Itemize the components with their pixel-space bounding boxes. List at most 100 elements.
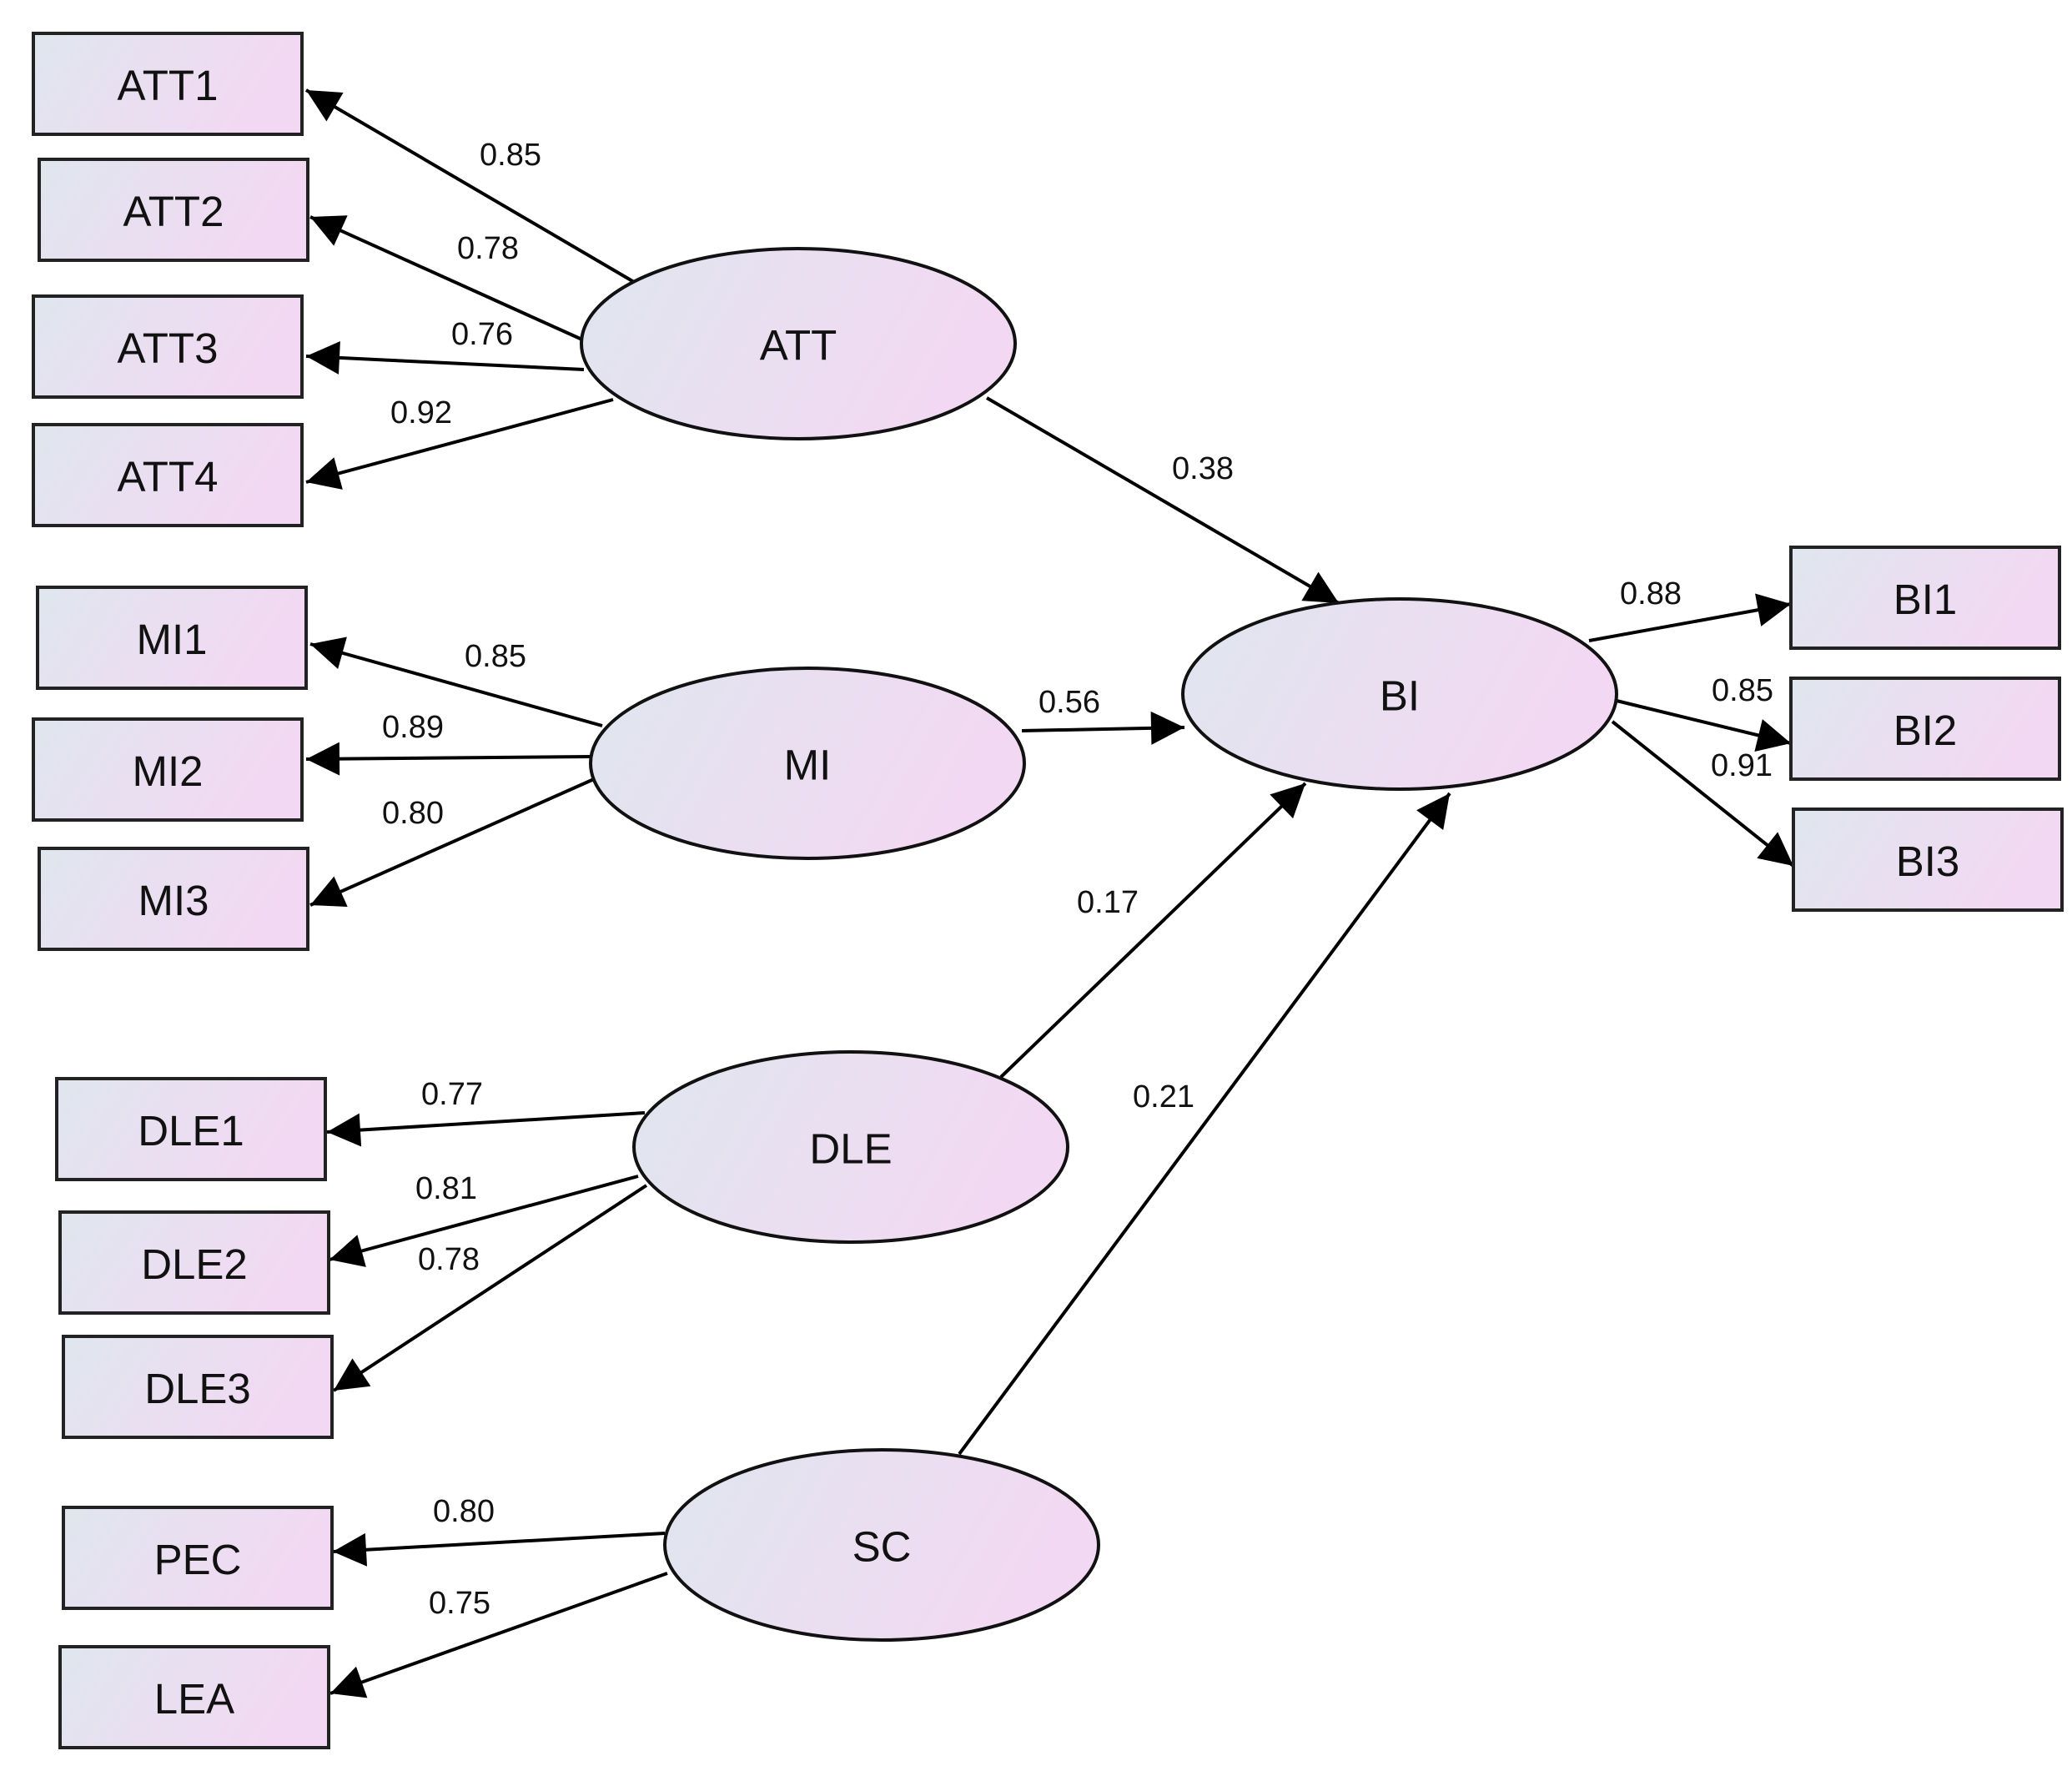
latent-label: ATT: [760, 322, 837, 370]
indicator-label: BI1: [1893, 576, 1958, 623]
path-arrow-bi-to-bi3: [1611, 720, 1795, 868]
latent-ellipse: [663, 1448, 1100, 1642]
coefficients-layer: 0.85 0.78 0.76 0.92 0.85 0.89 0.80 0.77 0.81 0.78…: [382, 138, 1773, 1621]
path-arrow-dle-to-dle2: [329, 1175, 639, 1267]
path-arrow-att-to-att3: [305, 340, 585, 375]
indicator-label: BI3: [1896, 838, 1960, 885]
path-arrow-bi-to-bi1: [1588, 593, 1792, 642]
indicator-box: [1789, 546, 2061, 650]
coefficient-label-bi-to-bi3: 0.91: [1711, 748, 1773, 783]
path-arrow-att-to-att4: [305, 398, 614, 490]
indicator-node-bi1: BI1: [1789, 546, 2061, 650]
indicator-node-mi1: MI1: [36, 586, 308, 690]
indicator-label: PEC: [154, 1536, 242, 1583]
coefficient-label-att-to-bi: 0.38: [1172, 451, 1234, 486]
path-arrow-mi-to-mi2: [305, 742, 591, 776]
indicator-node-att2: ATT2: [38, 158, 309, 262]
path-arrow-att-to-att1: [304, 88, 636, 284]
nodes-layer: ATT1ATT2ATT3ATT4MI1MI2MI3DLE1DLE2DLE3PEC…: [32, 32, 2064, 1749]
latent-node-sc: SC: [663, 1448, 1100, 1642]
indicator-node-bi2: BI2: [1789, 677, 2061, 781]
indicator-label: LEA: [154, 1675, 234, 1723]
indicator-label: MI3: [138, 877, 209, 924]
latent-label: MI: [784, 742, 832, 789]
latent-ellipse: [580, 247, 1017, 440]
indicator-node-att1: ATT1: [32, 32, 304, 136]
path-arrow-dle-to-dle1: [326, 1111, 646, 1147]
indicator-label: ATT3: [118, 325, 219, 372]
indicator-label: BI2: [1893, 707, 1958, 754]
path-arrow-mi-to-mi3: [309, 777, 595, 908]
indicator-box: [32, 32, 304, 136]
indicator-node-dle3: DLE3: [62, 1335, 334, 1439]
coefficient-label-bi-to-bi1: 0.88: [1620, 576, 1682, 611]
path-arrow-dle-to-bi: [999, 782, 1307, 1079]
indicator-box: [1789, 677, 2061, 781]
indicator-node-pec: PEC: [62, 1506, 334, 1610]
path-arrow-att-to-bi: [985, 396, 1340, 605]
path-arrow-bi-to-bi2: [1616, 699, 1792, 752]
coefficient-label-att-to-att1: 0.85: [480, 138, 541, 173]
indicator-box: [38, 158, 309, 262]
latent-ellipse: [1181, 597, 1618, 791]
indicator-label: ATT2: [123, 188, 224, 235]
coefficient-label-sc-to-pec: 0.80: [433, 1494, 495, 1529]
latent-node-bi: BI: [1181, 597, 1618, 791]
latent-label: SC: [852, 1523, 912, 1571]
indicator-box: [1792, 808, 2064, 912]
coefficient-label-bi-to-bi2: 0.85: [1712, 673, 1773, 708]
indicator-box: [32, 717, 304, 822]
coefficient-label-sc-to-lea: 0.75: [429, 1586, 490, 1621]
indicator-box: [32, 294, 304, 399]
path-arrow-dle-to-dle3: [332, 1184, 648, 1392]
indicator-node-att4: ATT4: [32, 423, 304, 527]
latent-label: BI: [1380, 672, 1420, 720]
coefficient-label-mi-to-mi3: 0.80: [382, 796, 444, 831]
coefficient-label-att-to-att3: 0.76: [451, 317, 513, 352]
indicator-box: [55, 1077, 327, 1181]
indicator-box: [36, 586, 308, 690]
indicator-box: [58, 1210, 330, 1315]
coefficient-label-dle-to-bi: 0.17: [1077, 885, 1139, 920]
latent-ellipse: [632, 1050, 1069, 1244]
indicator-box: [62, 1506, 334, 1610]
coefficient-label-mi-to-mi1: 0.85: [465, 639, 526, 674]
indicator-node-lea: LEA: [58, 1645, 330, 1749]
coefficient-label-mi-to-mi2: 0.89: [382, 710, 444, 745]
path-arrow-sc-to-bi: [958, 792, 1451, 1456]
path-arrow-sc-to-pec: [332, 1532, 666, 1567]
latent-node-dle: DLE: [632, 1050, 1069, 1244]
indicator-node-att3: ATT3: [32, 294, 304, 399]
indicator-label: ATT4: [118, 453, 219, 501]
coefficient-label-att-to-att2: 0.78: [457, 231, 519, 266]
indicator-label: ATT1: [118, 62, 219, 109]
coefficient-label-att-to-att4: 0.92: [390, 395, 452, 430]
latent-node-att: ATT: [580, 247, 1017, 440]
indicator-node-bi3: BI3: [1792, 808, 2064, 912]
indicator-label: MI2: [132, 747, 203, 795]
coefficient-label-sc-to-bi: 0.21: [1133, 1079, 1194, 1114]
coefficient-label-dle-to-dle1: 0.77: [421, 1077, 483, 1112]
indicator-label: DLE3: [144, 1365, 251, 1412]
path-arrow-mi-to-mi1: [309, 636, 603, 727]
indicator-node-dle1: DLE1: [55, 1077, 327, 1181]
indicator-node-dle2: DLE2: [58, 1210, 330, 1315]
path-arrow-att-to-att2: [309, 215, 585, 342]
path-arrow-sc-to-lea: [329, 1572, 668, 1698]
indicator-box: [62, 1335, 334, 1439]
path-arrow-mi-to-bi: [1021, 711, 1185, 745]
latent-label: DLE: [809, 1125, 892, 1173]
indicator-node-mi3: MI3: [38, 847, 309, 951]
indicator-box: [58, 1645, 330, 1749]
latent-node-mi: MI: [589, 667, 1026, 860]
indicator-box: [38, 847, 309, 951]
coefficient-label-dle-to-dle3: 0.78: [418, 1242, 480, 1277]
coefficient-label-dle-to-dle2: 0.81: [415, 1171, 477, 1206]
indicator-node-mi2: MI2: [32, 717, 304, 822]
paths-layer: [304, 88, 1795, 1698]
indicator-label: DLE1: [138, 1107, 244, 1155]
coefficient-label-mi-to-bi: 0.56: [1039, 685, 1100, 720]
indicator-label: DLE2: [141, 1240, 248, 1288]
indicator-box: [32, 423, 304, 527]
